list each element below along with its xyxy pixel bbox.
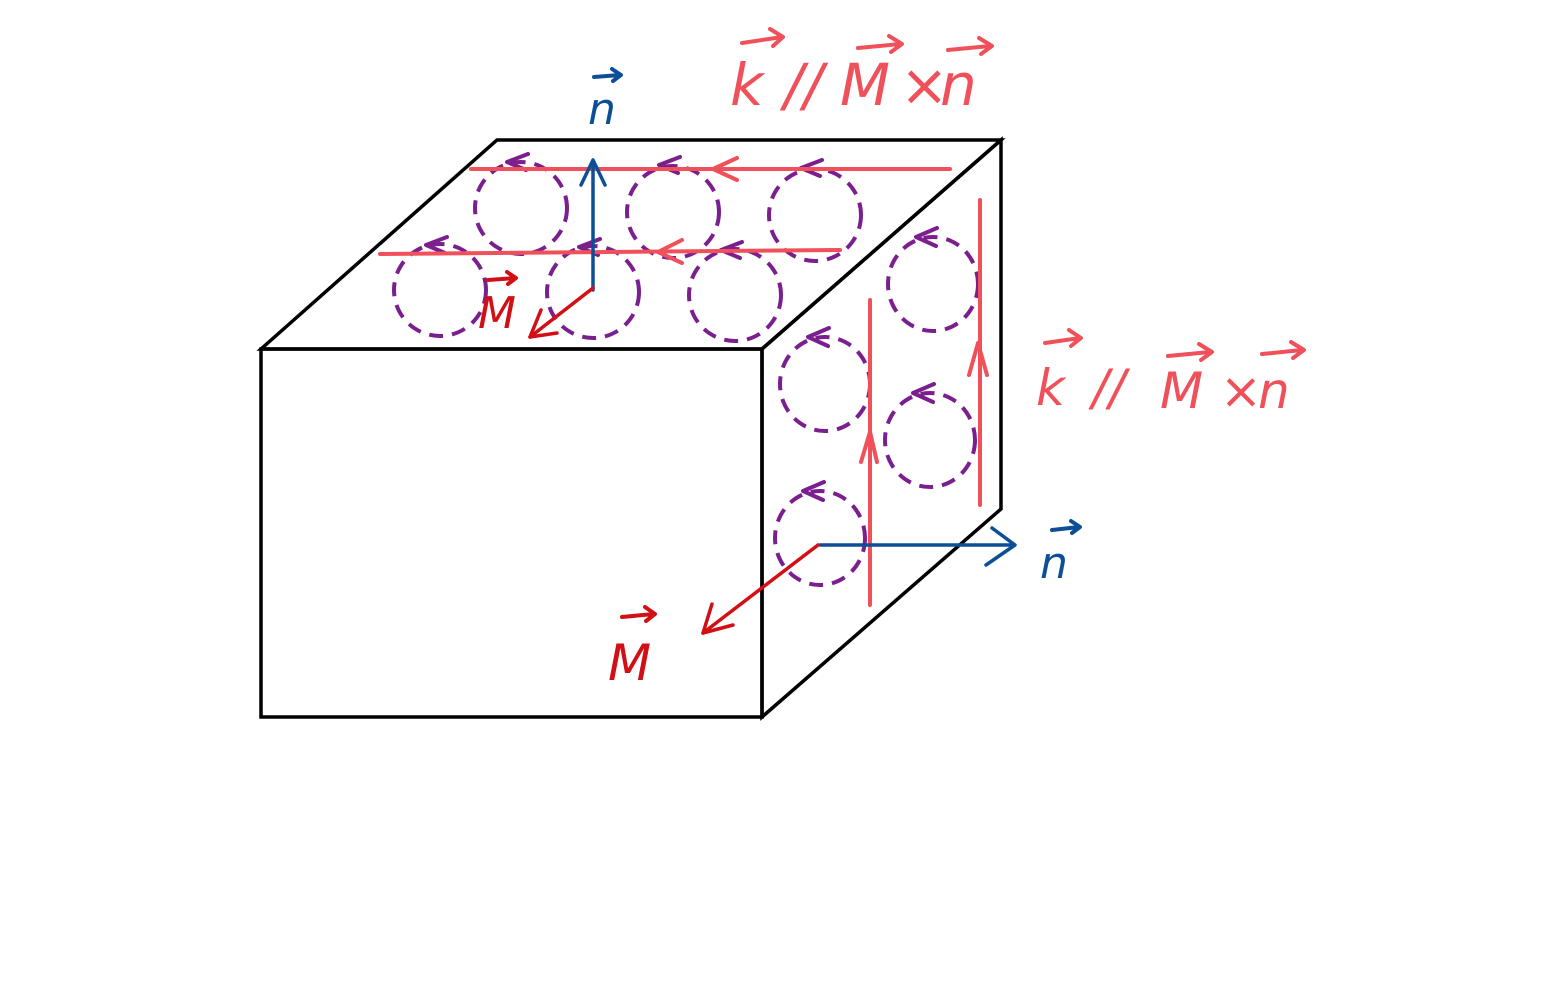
top-normal-label: n (588, 67, 623, 135)
top-normal-vector (579, 158, 607, 292)
loop-direction-arrow (801, 480, 826, 502)
side-normal-vector (818, 526, 1017, 567)
vector-over-arrow (1050, 519, 1082, 535)
vector-over-arrow (1043, 328, 1083, 348)
side-normal-label: n (1040, 519, 1082, 589)
dipole-loop (687, 247, 783, 343)
current-arrowhead (711, 156, 739, 182)
surface-current-line (378, 248, 842, 256)
current-arrowhead (967, 341, 989, 377)
normal-arrowhead (579, 158, 607, 187)
vector-over-arrow (856, 34, 904, 54)
cross-symbol: × (900, 51, 949, 119)
loop-direction-arrow (806, 326, 831, 348)
M-symbol: M (608, 634, 651, 692)
front-magnetization-vector (701, 543, 820, 635)
vector-over-arrow (946, 36, 994, 56)
loop-direction-arrow (911, 382, 936, 404)
top-magnetization-label: M (478, 270, 518, 339)
n-symbol: n (588, 84, 616, 135)
front-magnetization-label: M (608, 605, 657, 692)
top-relation-label: k // M × n (730, 27, 994, 119)
vector-over-arrow (620, 605, 657, 623)
cube (256, 136, 1006, 721)
vector-over-arrow (740, 27, 785, 48)
n-symbol: n (1040, 538, 1068, 589)
dipole-loop (778, 335, 872, 433)
loop-direction-arrow (424, 235, 449, 255)
n-symbol: n (1258, 362, 1290, 420)
top-face-loops (392, 152, 863, 343)
M-symbol: M (840, 51, 890, 119)
dipole-loop (392, 242, 488, 338)
side-relation-label: k // M × n (1036, 328, 1306, 420)
M-symbol: M (1160, 362, 1203, 420)
dipole-loop (886, 235, 980, 333)
cube-front-face (259, 347, 764, 719)
n-symbol: n (940, 51, 977, 119)
normal-arrowhead (984, 526, 1017, 567)
vector-over-arrow (1260, 340, 1306, 360)
loop-direction-arrow (914, 226, 939, 248)
side-surface-currents (859, 198, 989, 607)
parallel-symbol: // (779, 51, 829, 119)
cube-side-face (760, 136, 1003, 721)
magnetization-shaft (701, 543, 820, 635)
parallel-symbol: // (1088, 359, 1131, 417)
vector-over-arrow (486, 270, 518, 286)
magnetization-arrowhead (528, 308, 559, 339)
magnetization-shaft (528, 286, 595, 339)
top-surface-currents (378, 156, 952, 265)
current-arrowhead (656, 238, 684, 265)
k-symbol: k (730, 51, 766, 119)
top-magnetization-vector (528, 286, 595, 339)
vector-over-arrow (1166, 342, 1214, 362)
dipole-loop (883, 391, 977, 489)
dipole-loop (767, 167, 863, 263)
current-arrowhead (859, 430, 879, 464)
cross-symbol: × (1220, 362, 1262, 420)
dipole-loop (473, 160, 569, 256)
k-symbol: k (1036, 359, 1067, 417)
M-symbol: M (478, 288, 516, 339)
side-face-loops (773, 226, 980, 587)
vector-over-arrow (592, 67, 623, 83)
magnetization-arrowhead (701, 602, 735, 635)
dipole-loop (773, 489, 867, 587)
